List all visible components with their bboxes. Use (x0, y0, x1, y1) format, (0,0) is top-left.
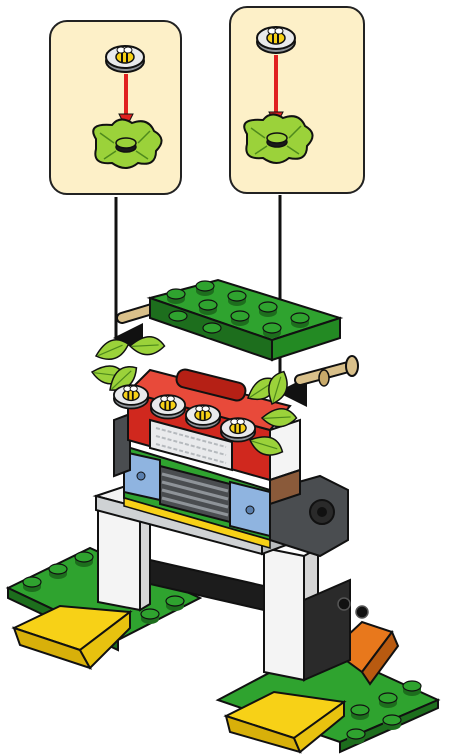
yellow-slope-left (14, 606, 130, 668)
callout-right-parts (244, 27, 312, 163)
leaf-icon (244, 114, 312, 163)
bee-icon (257, 27, 295, 53)
bee-icon (186, 405, 220, 428)
bee-icon (151, 395, 185, 418)
callout-left-parts (93, 46, 161, 168)
bee-icon (106, 46, 144, 72)
bee-icon (114, 385, 148, 408)
bee-icon (221, 418, 255, 441)
leaf-icon (93, 119, 161, 168)
green-top-plate (150, 280, 340, 360)
